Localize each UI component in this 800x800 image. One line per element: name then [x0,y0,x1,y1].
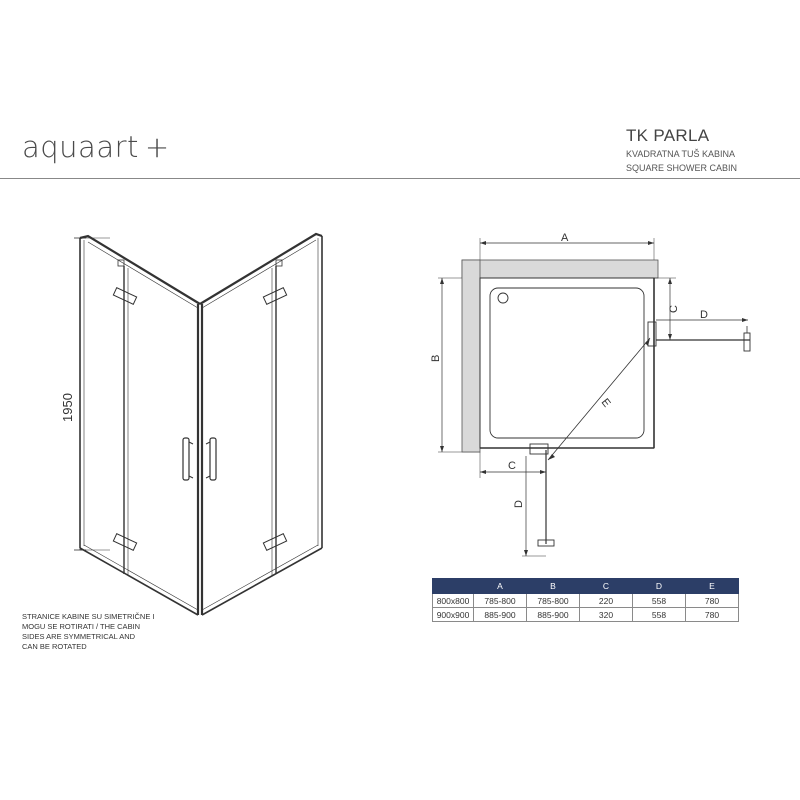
table-header: B [526,578,580,594]
product-name: TK PARLA [626,126,710,145]
door-handle-icon [182,437,190,481]
table-header: E [685,578,739,594]
symmetry-note: STRANICE KABINE SU SIMETRIČNE I MOGU SE … [22,612,172,652]
height-label: 1950 [60,393,75,422]
table-header-row: A B C D E [432,578,739,594]
hinge-icon [262,287,288,305]
brand-plus: + [144,130,170,164]
note-line: STRANICE KABINE SU SIMETRIČNE I [22,612,155,621]
table-cell: 780 [685,593,739,608]
dimension-a-label: A [561,232,569,244]
table-cell: 885-900 [473,607,527,622]
table-cell: 885-900 [526,607,580,622]
side-wall [461,259,481,453]
drain-icon [497,292,509,304]
table-header: A [473,578,527,594]
dimension-c-top-label: C [668,305,680,313]
table-cell: 785-800 [473,593,527,608]
product-subtitle-english: SQUARE SHOWER CABIN [626,163,738,173]
dimension-c-bottom-label: C [508,460,516,472]
plan-view [438,238,751,557]
header-divider [0,178,800,179]
table-header: C [579,578,633,594]
hinge-icon [112,533,138,551]
table-cell: 800x800 [432,593,474,608]
table-cell: 785-800 [526,593,580,608]
tray-basin [489,287,645,439]
product-title-block: TK PARLA KVADRATNA TUŠ KABINA SQUARE SHO… [626,126,766,174]
dimension-e-label: E [599,396,613,409]
table-cell: 558 [632,593,686,608]
table-header [432,578,474,594]
table-row: 900x900 885-900 885-900 320 558 780 [432,607,739,622]
table-cell: 220 [579,593,633,608]
table-cell: 900x900 [432,607,474,622]
elevation-view [74,232,323,616]
product-subtitle-local: KVADRATNA TUŠ KABINA [626,149,736,159]
shower-tray [479,277,655,449]
hinge-icon [112,287,138,305]
dimension-table: A B C D E 800x800 785-800 785-800 220 55… [432,578,739,622]
dimension-d-top-label: D [700,309,708,321]
note-line: CAN BE ROTATED [22,642,87,651]
brand-name: aquaart [22,130,139,164]
brand-logo: aquaart+ [22,130,170,164]
door-handle-icon [209,437,217,481]
table-row: 800x800 785-800 785-800 220 558 780 [432,593,739,608]
note-line: MOGU SE ROTIRATI / THE CABIN [22,622,141,631]
table-header: D [632,578,686,594]
dimension-d-bottom-label: D [513,500,525,508]
dimension-e-line [547,337,651,461]
back-wall [461,259,659,279]
dimension-b-label: B [430,355,442,362]
table-cell: 320 [579,607,633,622]
hinge-icon [262,533,288,551]
table-cell: 558 [632,607,686,622]
table-cell: 780 [685,607,739,622]
note-line: SIDES ARE SYMMETRICAL AND [22,632,136,641]
